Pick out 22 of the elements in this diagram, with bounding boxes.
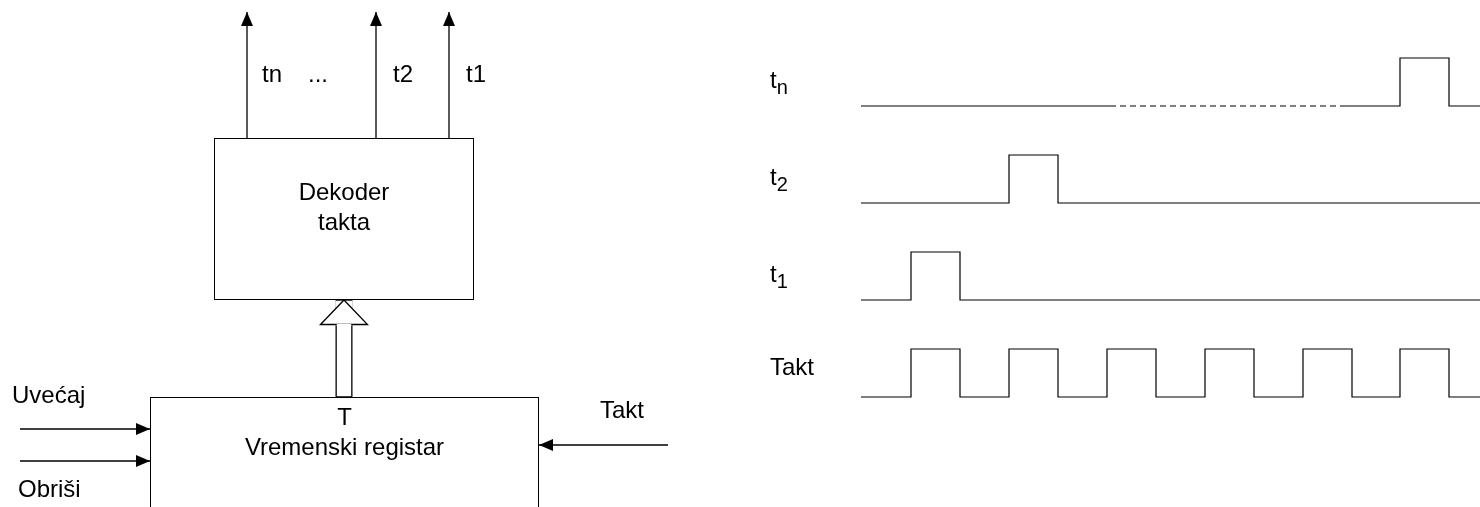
signal-label: Obriši xyxy=(18,477,81,501)
arrow xyxy=(443,11,455,139)
ellipsis-label: ... xyxy=(308,62,328,86)
arrow xyxy=(19,423,151,435)
signal-label: Takt xyxy=(600,398,644,422)
signal-label: Takt xyxy=(770,355,814,379)
block-title: Dekoder takta xyxy=(297,177,391,237)
signal-label: Uvećaj xyxy=(12,383,86,407)
block-title: Vremenski registar xyxy=(244,432,445,462)
arrow xyxy=(370,11,382,139)
signal-label: t1 xyxy=(466,62,486,86)
register-box xyxy=(150,397,539,507)
signal-label: t$_{n}$ xyxy=(770,68,788,97)
signal-label: t$_{2}$ xyxy=(770,165,788,194)
arrow xyxy=(19,455,151,467)
block-symbol: T xyxy=(337,402,352,432)
arrow xyxy=(241,11,253,139)
decoder-box xyxy=(214,138,474,300)
signal-label: tn xyxy=(262,62,282,86)
arrow xyxy=(538,439,669,451)
signal-label: t2 xyxy=(393,62,413,86)
signal-label: t$_{1}$ xyxy=(770,262,788,291)
